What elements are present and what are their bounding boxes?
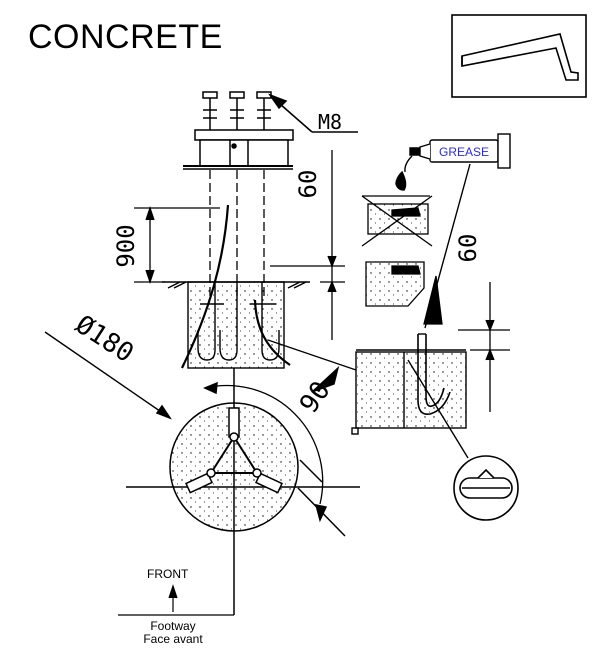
- height-dimension-top: [270, 150, 345, 340]
- allen-key-icon: [451, 14, 587, 98]
- height-label-top: 60: [294, 170, 322, 199]
- depth-dimension: [134, 205, 220, 285]
- height-label-right: 60: [454, 234, 482, 263]
- grease-detail-correct: [365, 261, 443, 325]
- post-base-fixture: [183, 91, 358, 170]
- bolt-3: [256, 91, 272, 130]
- diameter-label: Ø180: [70, 310, 139, 369]
- anchor-section-detail: [267, 333, 469, 459]
- front-label: FRONT: [147, 567, 189, 581]
- grease-detail-crossed: [361, 195, 433, 247]
- face-avant-label: Face avant: [143, 632, 203, 646]
- bolt-2: [229, 91, 245, 130]
- foundation-section: [162, 281, 310, 369]
- height-dimension-right: [458, 282, 510, 412]
- front-direction: [118, 584, 234, 616]
- level-icon: [453, 455, 519, 521]
- base-plan-circle: [44, 331, 360, 615]
- bolt-1: [202, 91, 218, 130]
- grease-label: GREASE: [439, 145, 489, 159]
- bolt-label: M8: [318, 110, 342, 134]
- depth-label: 900: [112, 224, 140, 267]
- footway-label: Footway: [150, 619, 195, 633]
- page-title: CONCRETE: [28, 18, 223, 56]
